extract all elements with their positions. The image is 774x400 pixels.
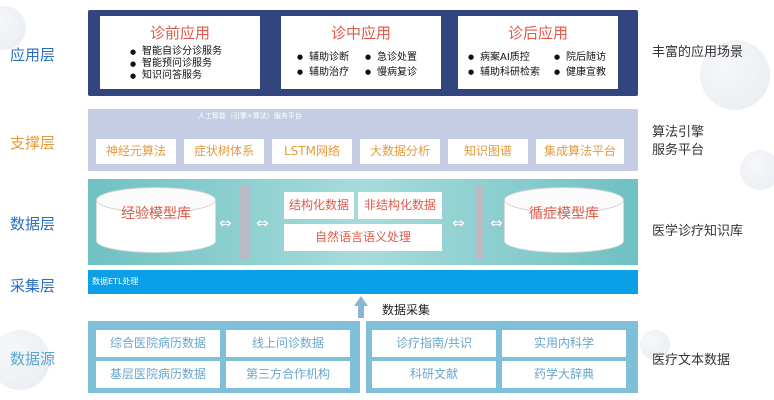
right-label-data: 医学诊疗知识库 (652, 224, 744, 239)
source-panel-clinical: 综合医院病历数据 线上问诊数据 基层医院病历数据 第三方合作机构 (88, 321, 360, 393)
source-chip: 诊疗指南/共识 (372, 330, 496, 357)
layer-label-app: 应用层 (10, 46, 56, 64)
pre-visit-title: 诊前应用 (149, 24, 210, 42)
structured-data-chip: 结构化数据 (284, 192, 354, 219)
in-visit-box: 诊中应用 辅助诊断 辅助治疗 急诊处置 慢病复诊 (281, 16, 441, 89)
post-visit-list-2: 院后随访 健康宣教 (554, 50, 606, 80)
etl-label: 数据ETL处理 (92, 277, 139, 286)
source-chip: 第三方合作机构 (226, 361, 350, 388)
right-label-app: 丰富的应用场景 (652, 45, 744, 60)
unstructured-data-chip: 非结构化数据 (358, 192, 442, 219)
double-arrow-icon: ⇔ (452, 214, 465, 232)
layer-label-source: 数据源 (10, 350, 56, 368)
molecule-decoration (0, 330, 50, 390)
in-visit-title: 诊中应用 (330, 24, 391, 42)
source-chip: 实用内科学 (502, 330, 626, 357)
right-label-support-1: 算法引擎 (652, 125, 705, 140)
nlp-chip: 自然语言语义处理 (284, 224, 442, 251)
layer-label-support: 支撑层 (10, 134, 56, 152)
list-item: 知识问答服务 (130, 70, 222, 82)
source-panel-literature: 诊疗指南/共识 实用内科学 科研文献 药学大辞典 (366, 321, 638, 393)
list-item: 急诊处置 (365, 50, 417, 65)
evidence-model-label: 循症模型库 (529, 206, 599, 222)
list-item: 辅助科研检索 (468, 65, 540, 80)
list-item: 健康宣教 (554, 65, 606, 80)
db-bottom (96, 229, 216, 253)
right-label-source: 医疗文本数据 (652, 353, 731, 368)
list-item: 院后随访 (554, 50, 606, 65)
pre-visit-box: 诊前应用 智能自诊分诊服务 智能预问诊服务 知识问答服务 (100, 16, 260, 89)
experience-model-label: 经验模型库 (121, 206, 191, 222)
source-chip: 科研文献 (372, 361, 496, 388)
list-item: 病案AI质控 (468, 50, 540, 65)
experience-model-db: 经验模型库 (96, 187, 216, 253)
pre-visit-list: 智能自诊分诊服务 智能预问诊服务 知识问答服务 (130, 46, 222, 82)
support-layer-panel: 人工智能（引擎+算法）服务平台 神经元算法 症状树体系 LSTM网络 大数据分析… (88, 109, 638, 171)
separator-bar (475, 185, 484, 259)
list-item: 智能自诊分诊服务 (130, 46, 222, 58)
algo-chip: 集成算法平台 (536, 139, 624, 164)
data-collection-label: 数据采集 (382, 303, 431, 317)
db-top (504, 187, 624, 213)
algo-chip: LSTM网络 (272, 139, 352, 164)
layer-label-collect: 采集层 (10, 277, 56, 295)
source-chip: 药学大辞典 (502, 361, 626, 388)
molecule-decoration (700, 40, 770, 110)
molecule-decoration (740, 150, 774, 190)
app-layer-panel: 诊前应用 智能自诊分诊服务 智能预问诊服务 知识问答服务 诊中应用 辅助诊断 辅… (88, 10, 638, 96)
post-visit-title: 诊后应用 (507, 24, 568, 42)
source-chip: 线上问诊数据 (226, 330, 350, 357)
post-visit-box: 诊后应用 病案AI质控 辅助科研检索 院后随访 健康宣教 (458, 16, 618, 89)
double-arrow-icon: ⇔ (219, 214, 232, 232)
etl-bar: 数据ETL处理 (88, 270, 638, 294)
data-layer-panel: 经验模型库 ⇔ ⇔ 结构化数据 非结构化数据 自然语言语义处理 ⇔ ⇔ 循症模型… (88, 179, 638, 265)
list-item: 辅助治疗 (297, 65, 349, 80)
algo-chip: 知识图谱 (448, 139, 528, 164)
algo-chip: 神经元算法 (96, 139, 176, 164)
algo-chip: 大数据分析 (360, 139, 440, 164)
source-chip: 综合医院病历数据 (96, 330, 220, 357)
molecule-decoration (640, 330, 670, 360)
double-arrow-icon: ⇔ (256, 214, 269, 232)
in-visit-list-2: 急诊处置 慢病复诊 (365, 50, 417, 80)
separator-bar (240, 185, 249, 259)
list-item: 智能预问诊服务 (130, 58, 222, 70)
layer-label-data: 数据层 (10, 215, 56, 233)
support-platform-title: 人工智能（引擎+算法）服务平台 (198, 112, 302, 120)
list-item: 慢病复诊 (365, 65, 417, 80)
list-item: 辅助诊断 (297, 50, 349, 65)
post-visit-list-1: 病案AI质控 辅助科研检索 (468, 50, 540, 80)
algo-chip: 症状树体系 (184, 139, 264, 164)
in-visit-list-1: 辅助诊断 辅助治疗 (297, 50, 349, 80)
double-arrow-icon: ⇔ (490, 214, 503, 232)
db-bottom (504, 229, 624, 253)
up-arrow-icon (354, 296, 368, 318)
source-chip: 基层医院病历数据 (96, 361, 220, 388)
evidence-model-db: 循症模型库 (504, 187, 624, 253)
right-label-support-2: 服务平台 (652, 143, 705, 158)
db-top (96, 187, 216, 213)
